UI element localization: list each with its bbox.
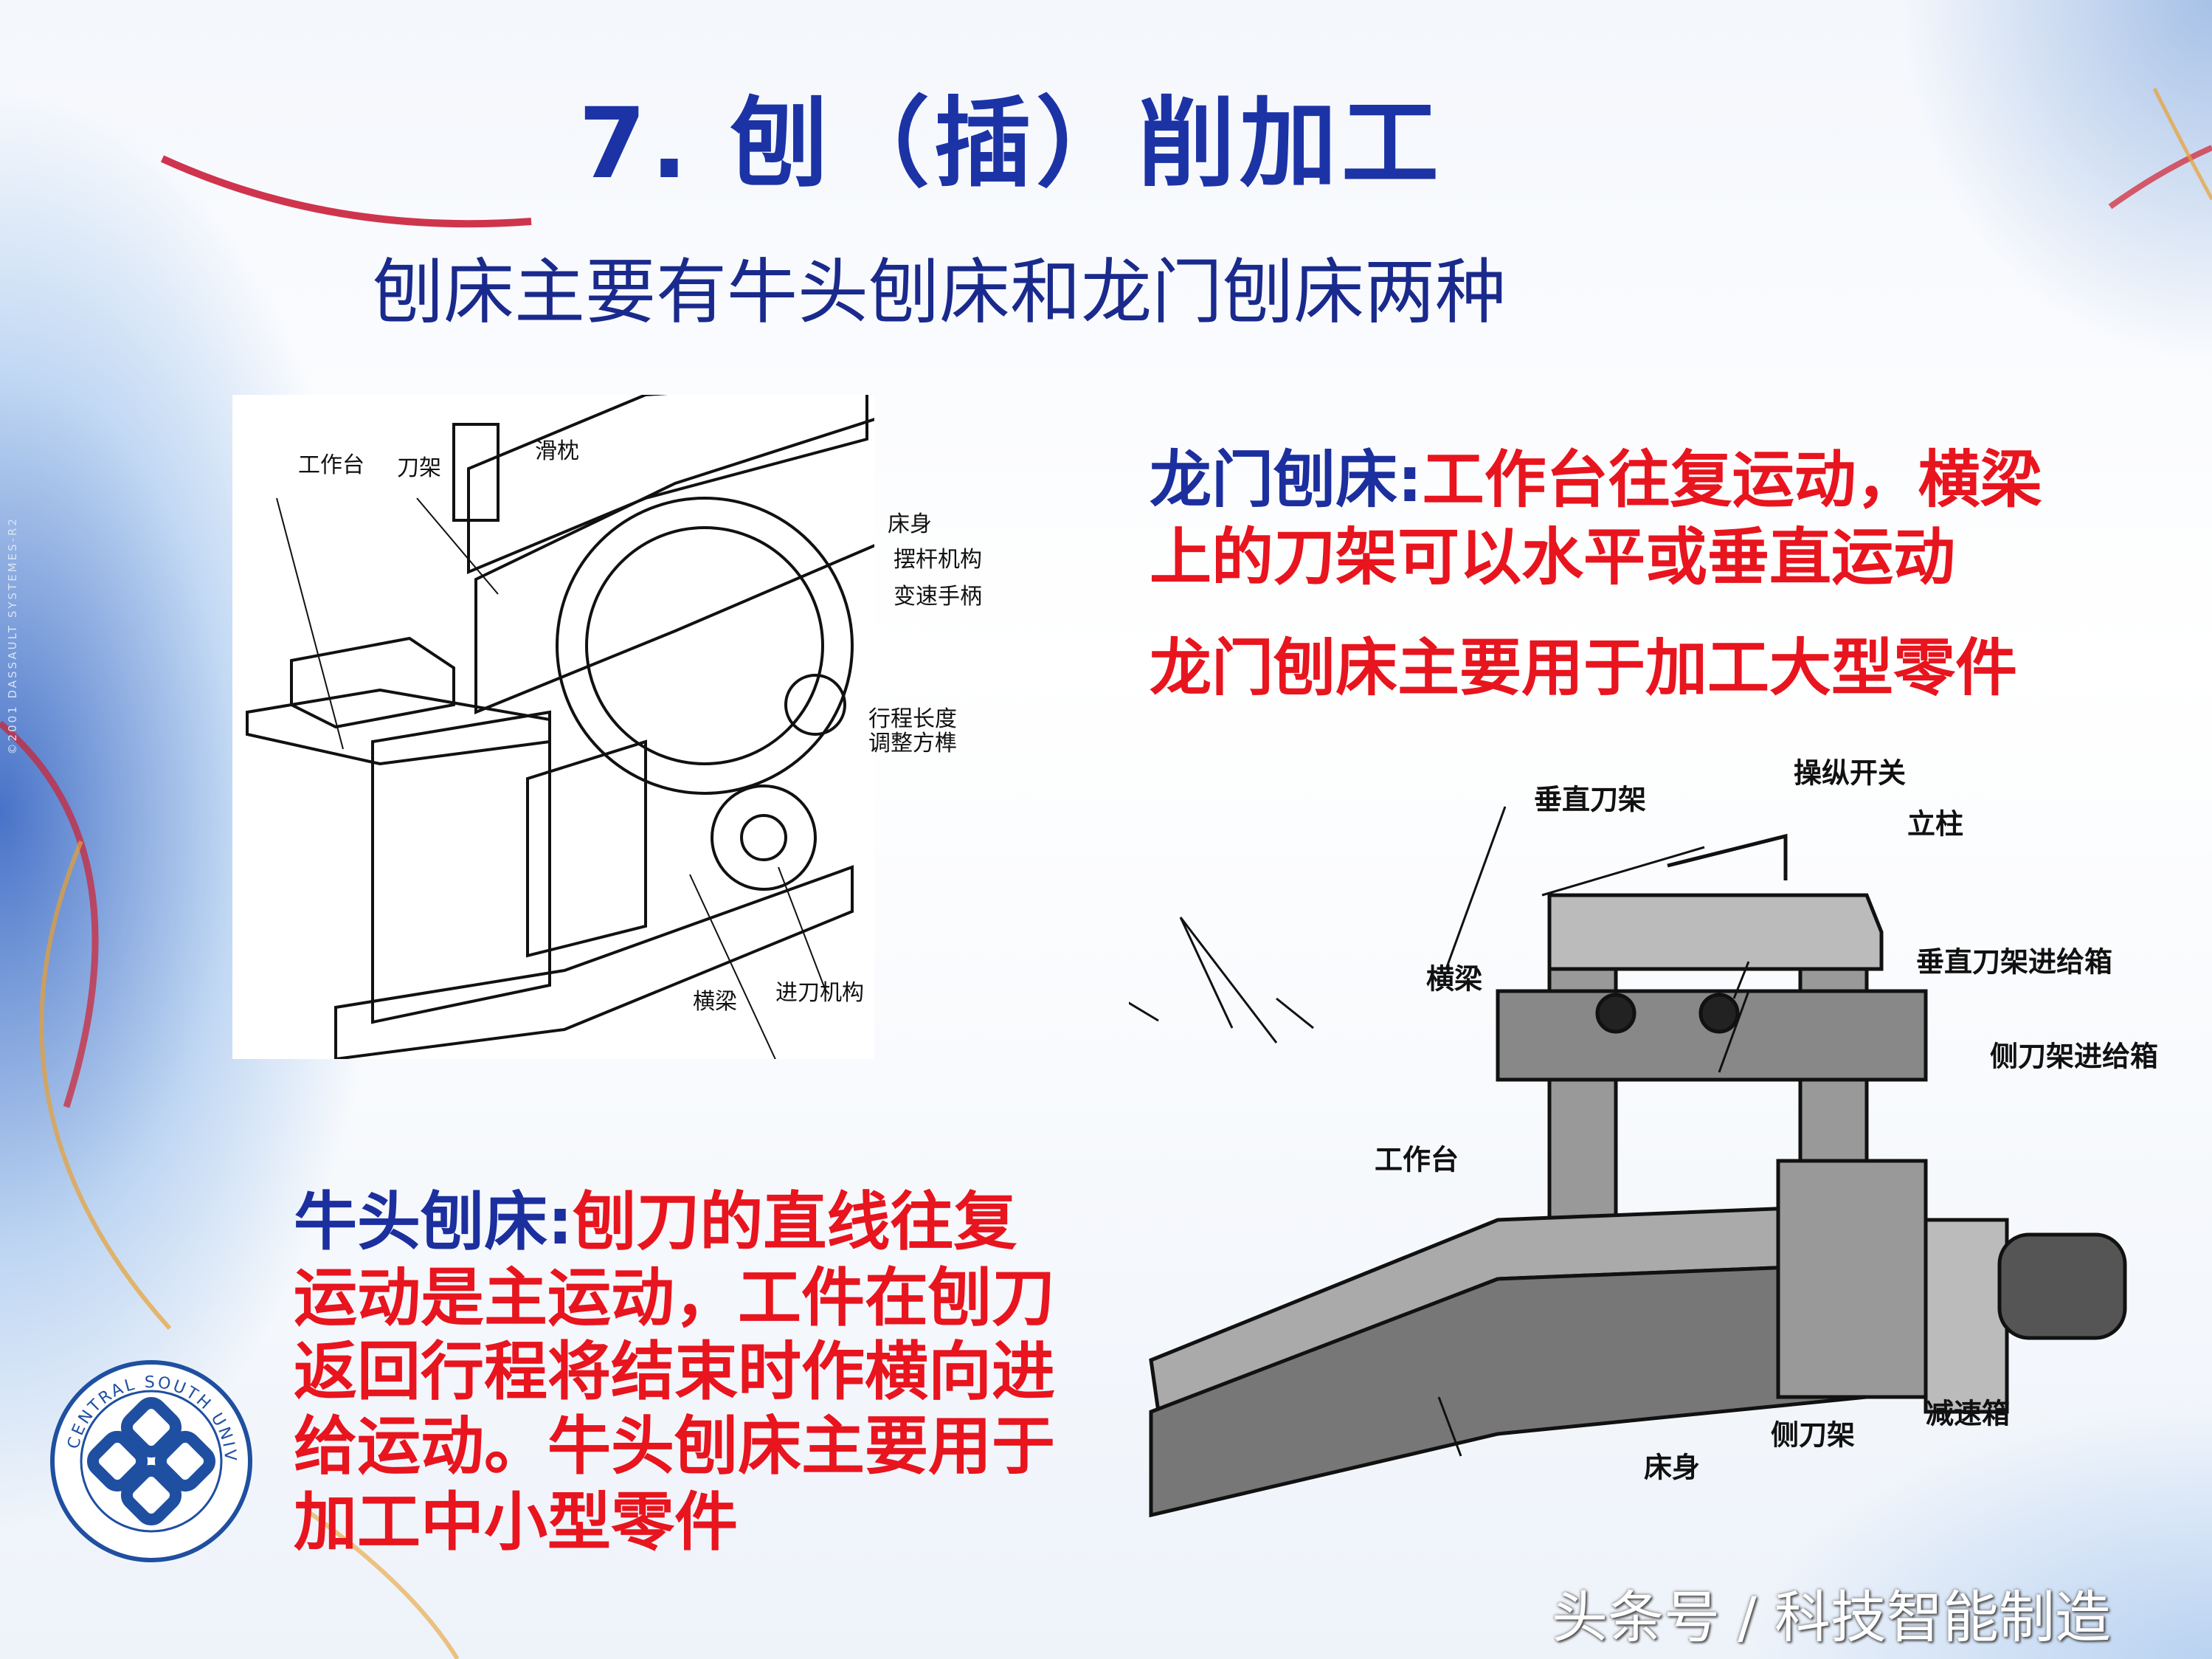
label-worktable: 工作台 [298,452,364,478]
shaper-line1: 牛头刨床:刨刀的直线往复 [294,1170,1017,1262]
shaper-line3: 返回行程将结束时作横向进 [294,1335,1055,1409]
label-tool-holder: 刀架 [397,455,441,481]
label-column: 立柱 [1907,807,1964,841]
gantry-planer-drawing [1121,806,2127,1518]
slide-title: 7. 刨（插）削加工 [578,87,1443,201]
gantry-planer-line2: 上的刀架可以水平或垂直运动 [1150,521,1956,593]
gantry-planer-line1: 龙门刨床:工作台往复运动，横梁 [1150,430,2042,520]
label-speed-lever: 变速手柄 [894,584,982,610]
shaper-line2: 运动是主运动，工件在刨刀 [294,1261,1055,1335]
university-logo: CENTRAL SOUTH UNIVERSITY [48,1358,252,1562]
label-rocker-mechanism: 摆杆机构 [894,547,982,573]
label-vertical-tool-head: 垂直刀架 [1533,783,1647,816]
label-crossbeam: 横梁 [1425,962,1483,996]
gantry-planer-heading: 龙门刨床: [1150,444,1423,516]
shaper-machine-drawing [246,378,883,1075]
shaper-line5: 加工中小型零件 [294,1486,738,1559]
label-bed: 床身 [1643,1451,1701,1484]
gantry-planer-diagram: 垂直刀架 操纵开关 立柱 横梁 垂直刀架进给箱 侧刀架进给箱 工作台 侧刀架 减… [1121,748,2159,1552]
label-stroke-adjust: 调整方榫 [868,731,957,756]
shaper-line4: 给运动。牛头刨床主要用于 [294,1410,1055,1483]
label-ram: 滑枕 [535,438,579,464]
label-stroke-length: 行程长度 [868,706,957,732]
label-feed-mechanism: 进刀机构 [775,980,864,1006]
label-gearbox: 减速箱 [1925,1397,2011,1430]
shaper-heading: 牛头刨床: [294,1185,573,1259]
gantry-text-1: 工作台往复运动，横梁 [1422,444,2042,516]
gantry-planer-line3: 龙门刨床主要用于加工大型零件 [1150,632,2018,704]
label-crossbeam: 横梁 [693,989,737,1015]
label-vertical-feed-box: 垂直刀架进给箱 [1915,945,2113,979]
label-control-switch: 操纵开关 [1793,756,1907,790]
label-worktable: 工作台 [1374,1143,1459,1176]
watermark: 头条号 / 科技智能制造 [1552,1584,2111,1650]
label-side-feed-box: 侧刀架进给箱 [1989,1040,2159,1073]
copyright-text: ©2001 DASSAULT SYSTEMES-R2 [6,517,19,755]
shaper-diagram: 工作台 刀架 滑枕 床身 摆杆机构 变速手柄 行程长度 调整方榫 横梁 进刀机构 [232,378,982,1075]
label-bed: 床身 [888,511,932,537]
slide-subtitle: 刨床主要有牛头刨床和龙门刨床两种 [373,251,1506,334]
shaper-text-1: 刨刀的直线往复 [573,1185,1017,1259]
label-side-tool-head: 侧刀架 [1770,1418,1856,1452]
